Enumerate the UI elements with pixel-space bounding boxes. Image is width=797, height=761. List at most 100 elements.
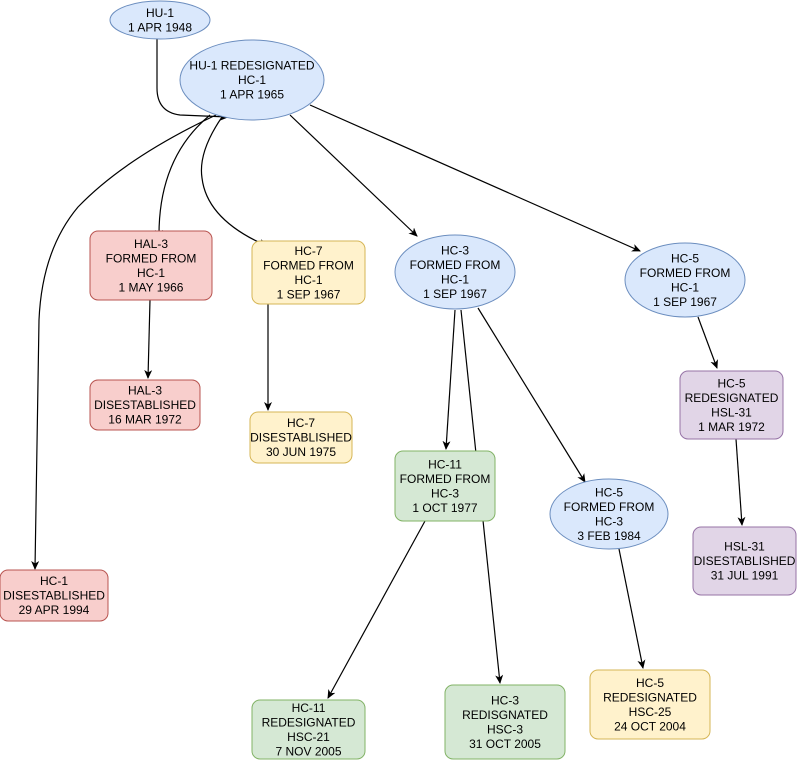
node-label-line: FORMED FROM — [400, 472, 491, 486]
node-label-line: HC-7 — [287, 416, 315, 430]
node-label-line: HAL-3 — [128, 384, 162, 398]
node-label-line: HC-11 — [428, 457, 462, 471]
edge-hc1-to-hal3 — [154, 114, 211, 239]
edge-hu1-to-hc1 — [156, 39, 229, 121]
node-label-line: 1 APR 1965 — [220, 88, 284, 102]
edge-hal3-to-hal3dis — [144, 299, 153, 379]
node-label-line: HC-1 — [441, 272, 469, 286]
node-label-line: 24 OCT 2004 — [614, 719, 686, 733]
node-label-line: REDISGNATED — [462, 708, 548, 722]
node-label-line: HSC-25 — [629, 705, 672, 719]
node-label-line: 29 APR 1994 — [19, 603, 90, 617]
node-label-line: 1 APR 1948 — [128, 20, 192, 34]
node-shape — [394, 450, 496, 522]
node-shape — [0, 569, 109, 622]
node-label-line: HSC-21 — [287, 730, 330, 744]
node-label-line: HC-3 — [595, 514, 623, 528]
node-label-line: HU-1 — [146, 6, 174, 20]
node-label-line: FORMED FROM — [410, 258, 501, 272]
edge-hsl31-to-hsl31dis — [735, 438, 746, 526]
node-shape — [624, 242, 746, 318]
node-label-line: HC-1 — [40, 574, 68, 588]
node-label-line: 7 NOV 2005 — [275, 744, 341, 758]
node-label-line: DISESTABLISHED — [94, 398, 196, 412]
node-label-line: 1 OCT 1977 — [412, 501, 477, 515]
node-label-line: 16 MAR 1972 — [108, 413, 182, 427]
node-label-line: HC-5 — [595, 485, 623, 499]
edge-hc1-to-hc1dis — [31, 114, 217, 570]
node-label-line: FORMED FROM — [263, 258, 354, 272]
node-shape — [394, 234, 516, 310]
node-label-line: HC-1 — [238, 73, 266, 87]
node-shape — [251, 699, 366, 760]
node-label-line: 31 JUL 1991 — [711, 569, 779, 583]
node-label-line: HC-7 — [294, 244, 322, 258]
edge-hc1-to-hc7 — [200, 116, 268, 247]
node-shape — [179, 39, 325, 121]
node-label-line: HC-3 — [431, 486, 459, 500]
node-label-line: FORMED FROM — [564, 500, 655, 514]
edge-hc11-to-hsc21 — [327, 520, 426, 699]
node-label-line: 1 MAR 1972 — [698, 420, 765, 434]
node-label-line: HU-1 REDESIGNATED — [189, 59, 314, 73]
edge-hc3-to-hc11 — [442, 309, 456, 450]
node-label-line: DISESTABLISHED — [250, 431, 352, 445]
node-label-line: HC-3 — [441, 243, 469, 257]
node-hu1[interactable]: HU-11 APR 1948 — [109, 0, 211, 40]
node-label-line: HSC-3 — [487, 722, 523, 736]
node-label-line: HC-5 — [717, 376, 745, 390]
node-label-line: 3 FEB 1984 — [577, 529, 641, 543]
node-label-line: REDESIGNATED — [685, 391, 779, 405]
edge-hc1-to-hc5 — [309, 104, 641, 252]
node-label-line: HC-5 — [671, 251, 699, 265]
node-label-line: FORMED FROM — [640, 266, 731, 280]
node-shape — [109, 0, 211, 40]
node-shape — [589, 669, 711, 740]
edge-hc3-to-hc5b — [477, 307, 586, 483]
node-label-line: REDESIGNATED — [603, 690, 697, 704]
edge-hc5-to-hsl31 — [697, 316, 718, 369]
node-shape — [444, 684, 566, 760]
node-label-line: DISESTABLISHED — [3, 589, 105, 603]
node-label-line: HAL-3 — [134, 237, 168, 251]
node-label-line: FORMED FROM — [106, 251, 197, 265]
node-label-line: HC-1 — [137, 266, 165, 280]
node-label-line: 1 SEP 1967 — [653, 295, 717, 309]
node-label-line: HC-3 — [491, 693, 519, 707]
node-shape — [692, 526, 797, 596]
node-label-line: REDESIGNATED — [262, 715, 356, 729]
edge-hc1-to-hc3 — [289, 114, 418, 237]
node-label-line: HC-5 — [636, 676, 664, 690]
node-shape — [251, 240, 366, 305]
node-label-line: 31 OCT 2005 — [469, 737, 541, 751]
node-shape — [249, 411, 353, 464]
node-label-line: 1 MAY 1966 — [119, 280, 184, 294]
node-label-line: HSL-31 — [724, 540, 765, 554]
node-shape — [549, 478, 669, 550]
node-label-line: 1 SEP 1967 — [423, 287, 487, 301]
node-label-line: 30 JUN 1975 — [266, 445, 336, 459]
edges — [31, 39, 746, 699]
node-shape — [89, 379, 201, 431]
node-label-line: HC-11 — [292, 701, 326, 715]
edge-hc5b-to-hsc25 — [618, 548, 646, 669]
node-shape — [89, 230, 213, 301]
node-label-line: HSL-31 — [711, 405, 752, 419]
